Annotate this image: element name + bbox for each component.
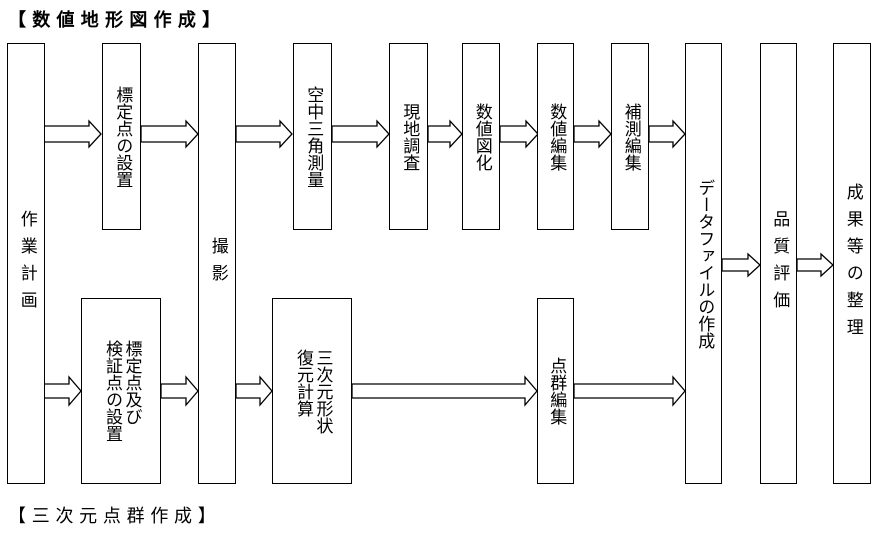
box-quality-evaluation: 品質評価: [760, 43, 797, 484]
box-data-file-label: データファイルの作成: [694, 178, 715, 349]
box-photography: 撮影: [198, 43, 236, 484]
box-verification-points-label: 標定点及び 検証点の設置: [101, 340, 142, 442]
verification-col-1: 標定点及び: [121, 340, 142, 425]
box-work-plan-label: 作業計画: [16, 209, 37, 318]
box-digitize-label: 数値図化: [471, 102, 492, 171]
arrow-triangulation-to-field: [331, 119, 390, 149]
arrow-photo-to-triangulation: [235, 119, 293, 149]
box-3d-reconstruction-label: 三次元形状 復元計算: [292, 348, 333, 434]
box-quality-evaluation-label: 品質評価: [769, 209, 790, 318]
box-numeric-edit: 数値編集: [537, 43, 574, 230]
box-supplement-edit-label: 補測編集: [620, 102, 641, 171]
arrow-photo-to-reconstruction: [235, 375, 273, 407]
box-3d-reconstruction: 三次元形状 復元計算: [272, 298, 352, 484]
arrow-reconstruction-to-pointcloud: [351, 375, 538, 407]
reconstruction-col-2: 復元計算: [293, 348, 313, 417]
arrow-datafile-to-quality: [721, 252, 761, 278]
box-control-points: 標定点の設置: [102, 43, 141, 230]
box-digitize: 数値図化: [462, 43, 500, 230]
reconstruction-col-1: 三次元形状: [312, 348, 333, 434]
box-work-plan: 作業計画: [7, 43, 45, 484]
arrow-digitize-to-numeric: [499, 119, 539, 149]
box-numeric-edit-label: 数値編集: [546, 102, 567, 171]
arrow-plan-to-verification: [43, 375, 82, 407]
box-pointcloud-edit-label: 点群編集: [546, 357, 567, 425]
box-data-file: データファイルの作成: [685, 43, 722, 484]
box-supplement-edit: 補測編集: [611, 43, 649, 230]
box-aerial-triangulation-label: 空中三角測量: [303, 85, 324, 188]
arrow-plan-to-control: [43, 119, 102, 149]
arrow-pointcloud-to-datafile: [573, 375, 686, 407]
arrow-field-to-digitize: [427, 119, 463, 149]
verification-col-2: 検証点の設置: [102, 340, 122, 442]
box-field-survey: 現地調査: [389, 43, 428, 230]
box-aerial-triangulation: 空中三角測量: [293, 43, 332, 230]
box-photography-label: 撮影: [207, 236, 228, 291]
arrow-verification-to-photo: [160, 375, 199, 407]
box-pointcloud-edit: 点群編集: [537, 298, 574, 484]
section-title-point-cloud: 【 三 次 元 点 群 作 成 】: [8, 506, 216, 527]
box-field-survey-label: 現地調査: [399, 102, 420, 171]
arrow-control-to-photo: [140, 119, 199, 149]
box-verification-points: 標定点及び 検証点の設置: [81, 298, 161, 484]
box-control-points-label: 標定点の設置: [112, 85, 133, 188]
box-deliverables-label: 成果等の整理: [842, 182, 863, 345]
box-deliverables: 成果等の整理: [833, 43, 871, 484]
arrow-supplement-to-datafile: [648, 119, 686, 149]
arrow-quality-to-deliverables: [796, 252, 834, 278]
section-title-digital-map: 【 数 値 地 形 図 作 成 】: [8, 10, 221, 31]
arrow-numeric-to-supplement: [573, 119, 612, 149]
